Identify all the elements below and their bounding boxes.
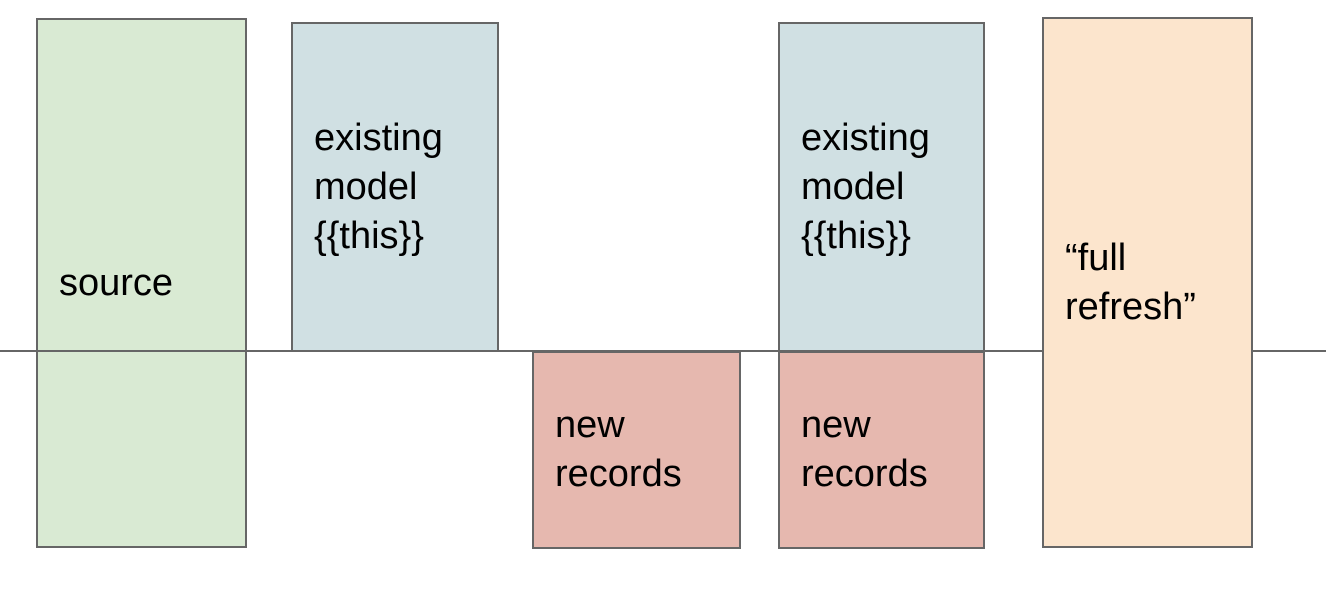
new-records-box-2: new records bbox=[778, 351, 985, 549]
existing-model-box-1: existing model {{this}} bbox=[291, 22, 499, 352]
source-box-label: source bbox=[59, 261, 174, 304]
existing-model-box-1-label: existing model {{this}} bbox=[314, 116, 443, 257]
new-records-box-1: new records bbox=[532, 351, 741, 549]
new-records-box-1-label: new records bbox=[555, 404, 682, 495]
full-refresh-box: “full refresh” bbox=[1042, 17, 1253, 548]
existing-model-box-2: existing model {{this}} bbox=[778, 22, 985, 352]
full-refresh-box-label: “full refresh” bbox=[1065, 236, 1196, 328]
source-box: source bbox=[36, 18, 247, 548]
new-records-box-2-label: new records bbox=[801, 404, 928, 495]
existing-model-box-2-label: existing model {{this}} bbox=[801, 116, 930, 257]
